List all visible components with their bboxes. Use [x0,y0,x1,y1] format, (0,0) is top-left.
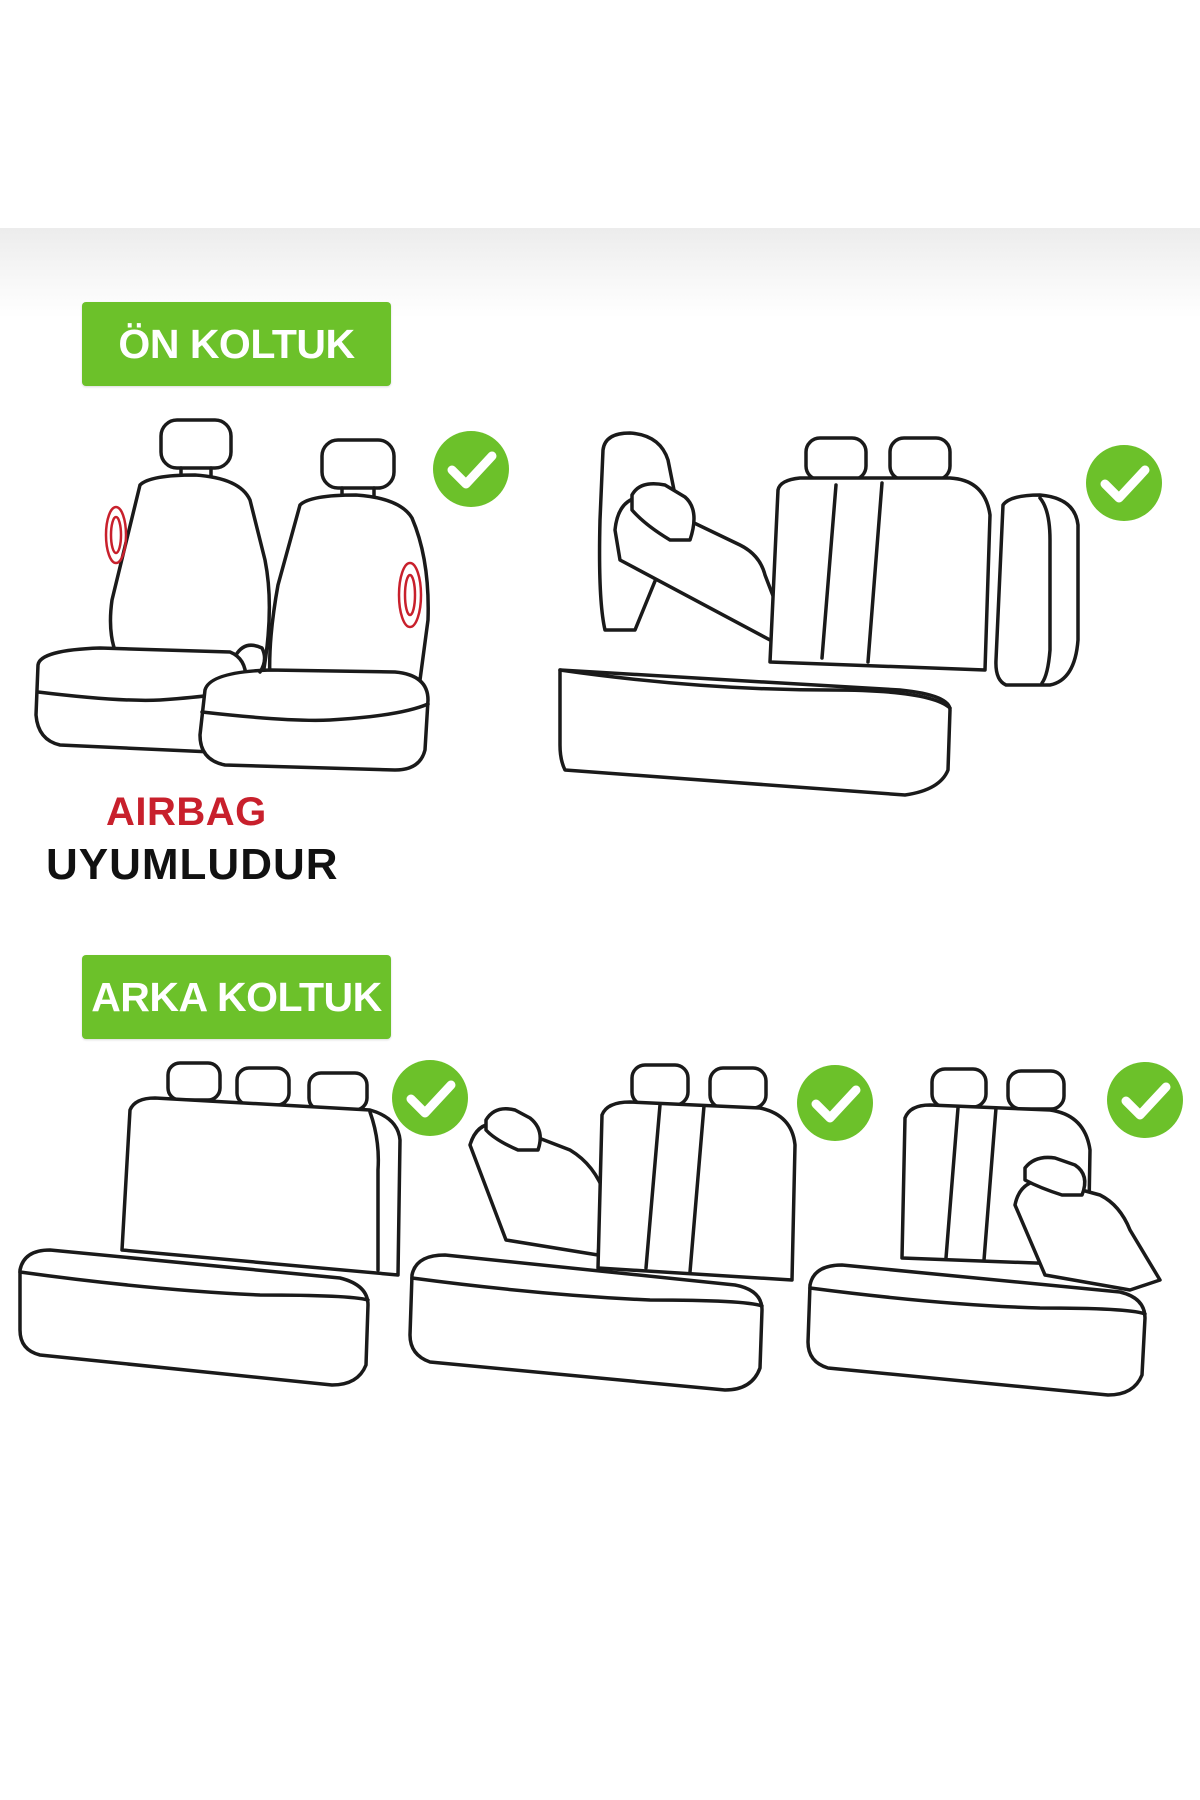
check-icon [392,1060,468,1136]
airbag-subtitle: UYUMLUDUR [46,840,339,889]
split-seat-icon [806,1067,1162,1397]
split-seat-icon [408,1063,797,1392]
airbag-title: AIRBAG [106,790,267,834]
rear-seat-label: ARKA KOLTUK [82,955,391,1039]
check-icon [433,431,509,507]
bench-seat-icon [18,1061,402,1387]
split-seat-icon [558,431,1080,797]
check-icon [1086,445,1162,521]
check-icon [1107,1062,1183,1138]
front-seat-label: ÖN KOLTUK [82,302,391,386]
check-icon [797,1065,873,1141]
front-bucket-seats-icon [34,418,430,772]
